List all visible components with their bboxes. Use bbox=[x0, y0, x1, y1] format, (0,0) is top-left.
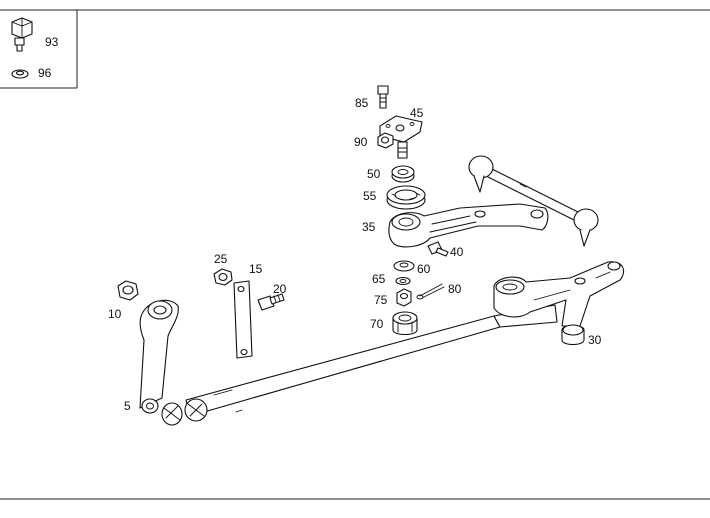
part-80-cotter-pin-icon[interactable] bbox=[416, 283, 445, 300]
callout-80: 80 bbox=[448, 282, 462, 296]
part-65-washer-icon[interactable] bbox=[395, 276, 411, 286]
callout-40: 40 bbox=[450, 245, 464, 259]
part-60-nut-icon[interactable] bbox=[393, 260, 415, 272]
callout-75: 75 bbox=[374, 293, 388, 307]
part-96-washer-icon[interactable] bbox=[11, 69, 29, 79]
part-35-idler-arm[interactable] bbox=[388, 203, 549, 248]
callout-30: 30 bbox=[588, 333, 602, 347]
part-15-strap[interactable] bbox=[233, 280, 253, 359]
callout-90: 90 bbox=[354, 135, 368, 149]
callout-60: 60 bbox=[417, 262, 431, 276]
part-40-bolt-icon[interactable] bbox=[427, 241, 449, 257]
tie-rod-left-ball-joints[interactable] bbox=[161, 398, 208, 426]
part-10-nut-icon[interactable] bbox=[117, 280, 139, 301]
part-50-seal[interactable] bbox=[391, 165, 415, 183]
callout-50: 50 bbox=[367, 167, 381, 181]
part-70-bushing[interactable] bbox=[392, 311, 418, 336]
part-20-bolt-icon[interactable] bbox=[257, 293, 285, 311]
part-85-bolt-icon[interactable] bbox=[377, 85, 389, 109]
callout-15: 15 bbox=[249, 262, 263, 276]
callout-25: 25 bbox=[214, 252, 228, 266]
callout-35: 35 bbox=[362, 220, 376, 234]
callout-5: 5 bbox=[124, 399, 131, 413]
part-90-nut-icon[interactable] bbox=[377, 132, 394, 149]
callout-10: 10 bbox=[108, 307, 122, 321]
upper-right-tie-rod[interactable] bbox=[468, 155, 599, 247]
inset-box: 93 96 bbox=[0, 10, 78, 89]
callout-85: 85 bbox=[355, 96, 369, 110]
callout-93: 93 bbox=[45, 35, 59, 49]
callout-55: 55 bbox=[363, 189, 377, 203]
callout-70: 70 bbox=[370, 317, 384, 331]
part-25-nut-icon[interactable] bbox=[213, 268, 233, 286]
callout-65: 65 bbox=[372, 272, 386, 286]
callout-96: 96 bbox=[38, 66, 52, 80]
part-5-pitman-arm[interactable] bbox=[139, 299, 179, 414]
callout-20: 20 bbox=[273, 282, 287, 296]
callout-45: 45 bbox=[410, 106, 424, 120]
part-55-bearing[interactable] bbox=[386, 185, 426, 210]
part-93-fitting-icon[interactable] bbox=[11, 17, 33, 52]
part-75-nut-icon[interactable] bbox=[396, 288, 412, 307]
part-30-lower-idler-arm[interactable] bbox=[493, 261, 625, 346]
